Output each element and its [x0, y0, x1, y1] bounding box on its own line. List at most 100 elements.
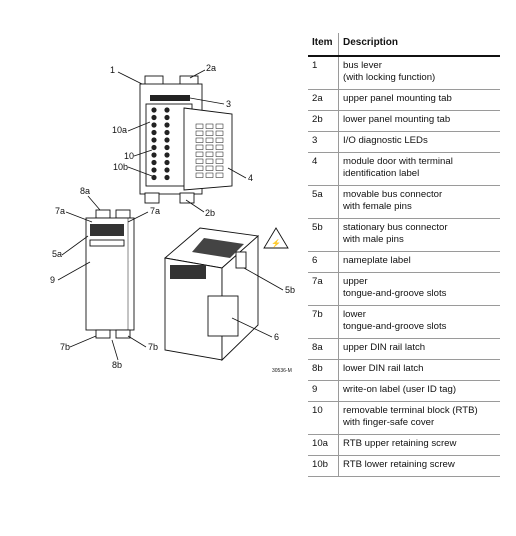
- callout-5b: 5b: [285, 285, 295, 295]
- description-cell: write-on label (user ID tag): [338, 380, 500, 402]
- rtb-screw: [151, 114, 157, 121]
- module-illustration: ⚡ 1 2a 3 10a 10 10b 4 2b 8a 7a 7a 5a 9: [50, 63, 295, 374]
- callout-7b-left: 7b: [60, 342, 70, 352]
- description-line: lower DIN rail latch: [343, 362, 424, 374]
- description-line: tongue-and-groove slots: [343, 321, 447, 332]
- rtb-screw: [151, 174, 157, 181]
- door-label-cell: [205, 144, 214, 150]
- item-cell: 5b: [308, 218, 339, 252]
- description-cell: upper panel mounting tab: [338, 89, 500, 111]
- description-line: bus lever: [343, 59, 382, 71]
- door-label-cell: [215, 151, 224, 157]
- description-line: I/O diagnostic LEDs: [343, 134, 428, 146]
- description-line: write-on label (user ID tag): [343, 383, 457, 395]
- description-line: stationary bus connector: [343, 221, 448, 233]
- column-header-item: Item: [308, 33, 339, 57]
- callout-2b: 2b: [205, 208, 215, 218]
- description-line: with male pins: [343, 234, 404, 245]
- door-label-cell: [195, 151, 204, 157]
- description-line: module door with terminal: [343, 155, 453, 167]
- description-cell: RTB lower retaining screw: [338, 455, 500, 477]
- description-line: identification label: [343, 168, 420, 179]
- door-label-cell: [205, 158, 214, 164]
- door-label-cell: [195, 158, 204, 164]
- item-cell: 1: [308, 55, 339, 90]
- item-cell: 2b: [308, 110, 339, 132]
- description-line: movable bus connector: [343, 188, 443, 200]
- item-cell: 10a: [308, 434, 339, 456]
- door-label-cell: [215, 144, 224, 150]
- door-label-cell: [205, 165, 214, 171]
- door-terminal-label: [195, 123, 224, 178]
- rtb-screw: [164, 114, 170, 121]
- rtb-screw: [164, 129, 170, 136]
- rtb-screw: [151, 159, 157, 166]
- item-cell: 7a: [308, 272, 339, 306]
- figure-id: 30536-M: [272, 368, 292, 374]
- item-cell: 9: [308, 380, 339, 402]
- item-cell: 5a: [308, 185, 339, 219]
- callout-10: 10: [124, 151, 134, 161]
- callout-5a: 5a: [52, 249, 62, 259]
- callout-2a: 2a: [206, 63, 216, 73]
- description-line: with female pins: [343, 201, 412, 212]
- rtb-screw: [164, 152, 170, 158]
- rtb-screw: [164, 167, 170, 173]
- leader-lines: [57, 69, 284, 361]
- door-label-cell: [205, 123, 214, 129]
- item-cell: 7b: [308, 305, 339, 339]
- rtb-screw: [151, 137, 157, 143]
- description-line: with finger-safe cover: [343, 417, 435, 428]
- callout-3: 3: [226, 99, 231, 109]
- rear-module-drawing: ⚡: [163, 227, 289, 362]
- door-label-cell: [215, 123, 224, 129]
- rtb-screw: [164, 122, 170, 128]
- description-line: upper panel mounting tab: [343, 92, 452, 104]
- rtb-screws: [151, 107, 170, 181]
- table-row: 9 write-on label (user ID tag): [308, 380, 500, 402]
- item-cell: 4: [308, 152, 339, 186]
- callout-6: 6: [274, 332, 279, 342]
- rtb-screw: [151, 122, 157, 128]
- description-line: upper: [343, 275, 368, 287]
- column-header-description: Description: [338, 33, 500, 57]
- callout-8a: 8a: [80, 186, 90, 196]
- description-line: RTB lower retaining screw: [343, 458, 455, 470]
- item-cell: 10: [308, 401, 339, 435]
- rtb-screw: [164, 174, 170, 181]
- table-header-row: Item Description: [308, 33, 500, 57]
- callout-7b-right: 7b: [148, 342, 158, 352]
- callout-7a-left: 7a: [55, 206, 65, 216]
- description-cell: removable terminal block (RTB)with finge…: [338, 401, 500, 435]
- door-label-cell: [205, 130, 214, 136]
- item-cell: 6: [308, 251, 339, 273]
- callout-1: 1: [110, 65, 115, 75]
- side-module-drawing: [85, 209, 135, 339]
- callout-10a: 10a: [112, 125, 127, 135]
- door-label-cell: [205, 151, 214, 157]
- description-line: removable terminal block (RTB): [343, 404, 478, 416]
- rtb-screw: [151, 152, 157, 158]
- rtb-screw: [164, 107, 170, 113]
- description-cell: bus lever(with locking function): [338, 55, 500, 90]
- door-label-cell: [195, 172, 204, 178]
- rtb-screw: [151, 107, 157, 113]
- callout-9: 9: [50, 275, 55, 285]
- door-label-cell: [215, 158, 224, 164]
- item-cell: 8b: [308, 359, 339, 381]
- item-cell: 8a: [308, 338, 339, 360]
- callout-7a-right: 7a: [150, 206, 160, 216]
